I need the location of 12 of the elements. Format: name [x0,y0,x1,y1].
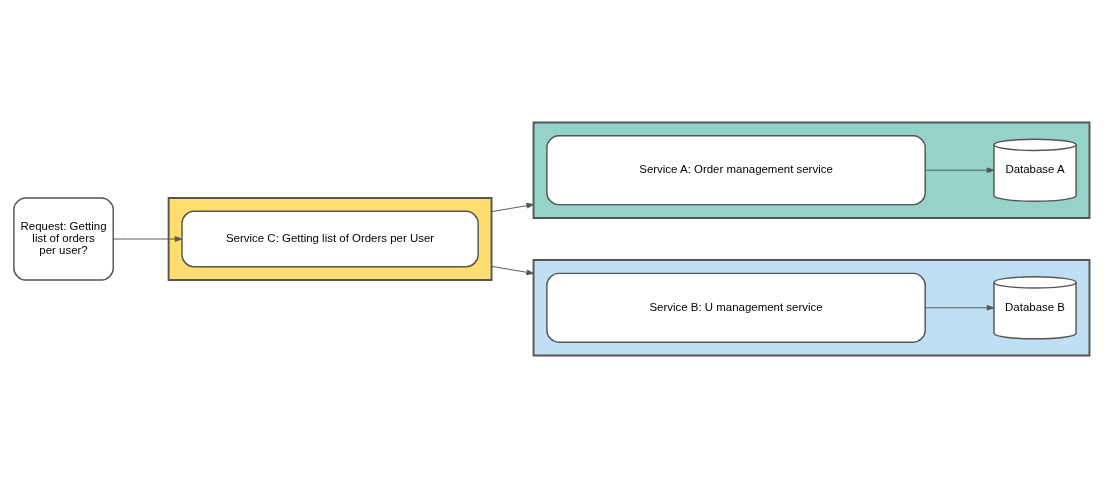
arrow [925,166,995,173]
arrow [925,304,995,311]
cluster [532,121,1091,219]
cluster [167,196,493,281]
arrow [112,235,183,242]
node-box: Service C: Getting list of Orders per User [181,210,479,267]
node-box: Request: Getting list of orders per user? [13,196,114,281]
cluster [532,258,1091,356]
node-box: Service B: U management service [546,272,926,343]
arrow [491,202,534,212]
node-box: Service A: Order management service [546,134,926,205]
arrow [491,265,534,275]
